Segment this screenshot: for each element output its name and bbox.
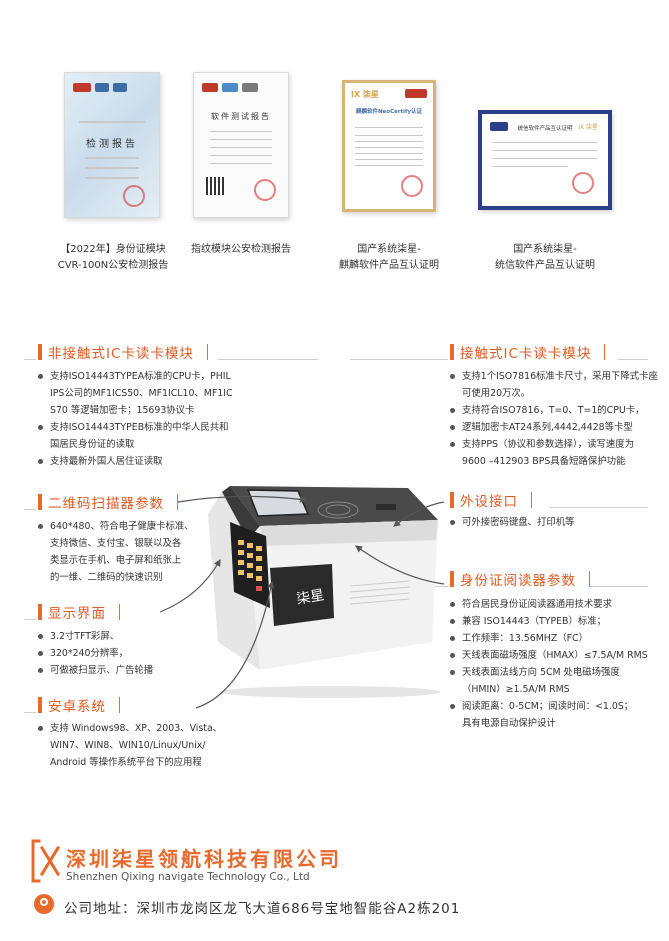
certificate-image-1: 检测报告 xyxy=(64,72,160,218)
divider xyxy=(24,619,36,620)
section-title: 外设接口 xyxy=(460,494,518,510)
accent-bar xyxy=(450,344,454,360)
list-item: 天线表面磁场强度（HMAX）≤7.5A/M RMS xyxy=(450,647,665,664)
divider xyxy=(550,507,648,508)
list-item: 国居民身份证的读取 xyxy=(50,439,135,450)
list-item: 可外接密码键盘、打印机等 xyxy=(450,514,650,531)
list-item: 符合居民身份证阅读器通用技术要求 xyxy=(450,596,665,613)
list-item: 9600 –412903 BPS具备短路保护功能 xyxy=(462,456,626,467)
certificate-doc-title: 检测报告 xyxy=(86,139,138,150)
list-item: （HMIN）≥1.5A/M RMS xyxy=(462,684,570,695)
list-item: S70 等逻辑加密卡；15693协议卡 xyxy=(50,405,195,416)
list-item: 支持ISO14443TYPEA标准的CPU卡，PHIL xyxy=(38,368,258,385)
certificate-doc-title: 统信软件产品互认证明 xyxy=(517,126,573,132)
section-title: 身份证阅读器参数 xyxy=(460,573,576,589)
section-title: 安卓系统 xyxy=(48,699,106,715)
section-title: 接触式IC卡读卡模块 xyxy=(460,346,592,362)
list-item: IPS公司的MF1ICS50、MF1ICL10、MF1IC xyxy=(50,388,233,399)
idreader-feature-list: 符合居民身份证阅读器通用技术要求 兼容 ISO14443（TYPEB）标准； 工… xyxy=(450,596,665,732)
list-item: 支持 Windows98、XP、2003、Vista、 xyxy=(38,720,238,737)
contactless-feature-list: 支持ISO14443TYPEA标准的CPU卡，PHIL IPS公司的MF1ICS… xyxy=(38,368,258,470)
list-item: 支持最新外国人居住证读取 xyxy=(38,453,258,470)
contact-feature-list: 支持1个ISO7816标准卡尺寸，采用下降式卡座 可使用20万次。 支持符合IS… xyxy=(450,368,665,470)
list-item: 支持PPS（协议和参数选择），读写速度为 xyxy=(450,436,665,453)
section-header-android: 安卓系统 xyxy=(38,695,120,715)
list-item: 类显示在手机、电子屏和纸张上 xyxy=(50,555,182,566)
accent-bar xyxy=(450,492,454,508)
list-item: Android 等操作系统平台下的应用程 xyxy=(50,757,202,768)
certificate-label-2: 指纹模块公安检测报告 xyxy=(191,244,291,255)
section-header-peripheral: 外设接口 xyxy=(450,490,532,510)
accent-tick xyxy=(112,604,120,620)
list-item: 逻辑加密卡AT24系列,4442,4428等卡型 xyxy=(450,419,665,436)
list-item: 可使用20万次。 xyxy=(462,388,531,399)
accent-tick xyxy=(524,492,532,508)
accent-bar xyxy=(450,571,454,587)
section-header-contact: 接触式IC卡读卡模块 xyxy=(450,342,606,362)
certificate-image-3: IX 柒星 麒麟软件NeoCertify认证 xyxy=(342,80,436,212)
accent-tick xyxy=(170,494,178,510)
certificate-label-3: 国产系统柒星- 麒麟软件产品互认证明 xyxy=(339,244,439,271)
section-header-contactless: 非接触式IC卡读卡模块 xyxy=(38,342,208,362)
certificate-doc-title: 麒麟软件NeoCertify认证 xyxy=(355,109,423,115)
divider xyxy=(590,586,648,587)
divider xyxy=(24,359,36,360)
accent-tick xyxy=(597,344,606,360)
android-feature-list: 支持 Windows98、XP、2003、Vista、 WIN7、WIN8、WI… xyxy=(38,720,238,771)
certificate-doc-title: 软件测试报告 xyxy=(211,112,271,121)
certificate-image-4: 统信软件产品互认证明 IX 柒星 xyxy=(478,110,612,210)
list-item: WIN7、WIN8、WIN10/Linux/Unix/ xyxy=(50,740,206,751)
section-header-idreader: 身份证阅读器参数 xyxy=(450,569,590,589)
list-item: 支持符合ISO7816，T=0、T=1的CPU卡， xyxy=(450,402,665,419)
list-item: 可做被扫显示、广告轮播 xyxy=(38,662,208,679)
peripheral-feature-list: 可外接密码键盘、打印机等 xyxy=(450,514,650,531)
accent-bar xyxy=(38,494,42,510)
divider xyxy=(350,359,448,360)
company-logo xyxy=(31,839,61,883)
list-item: 支持1个ISO7816标准卡尺寸，采用下降式卡座 xyxy=(450,368,665,385)
device-illustration: 柒星 xyxy=(208,486,440,698)
certificate-label-1: 【2022年】身份证模块 CVR-100N公安检测报告 xyxy=(57,244,169,271)
section-title: 显示界面 xyxy=(48,606,106,622)
company-address: 公司地址：深圳市龙岗区龙飞大道686号宝地智能谷A2栋201 xyxy=(64,901,461,917)
list-item: 阅读距离：0-5CM；阅读时间：<1.0S； xyxy=(450,698,665,715)
accent-tick xyxy=(112,697,120,713)
list-item: 具有电源自动保护设计 xyxy=(462,718,556,729)
list-item: 的一维、二维码的快速识别 xyxy=(50,572,163,583)
divider xyxy=(24,712,36,713)
display-feature-list: 3.2寸TFT彩屏、 320*240分辨率， 可做被扫显示、广告轮播 xyxy=(38,628,208,679)
list-item: 支持ISO14443TYPEB标准的中华人民共和 xyxy=(38,419,258,436)
certificate-image-2: 软件测试报告 xyxy=(193,72,289,218)
list-item: 3.2寸TFT彩屏、 xyxy=(38,628,208,645)
list-item: 天线表面法线方向 5CM 处电磁场强度 xyxy=(450,664,665,681)
list-item: 320*240分辨率， xyxy=(38,645,208,662)
accent-bar xyxy=(38,604,42,620)
accent-bar xyxy=(38,697,42,713)
certificate-label-4: 国产系统柒星- 统信软件产品互认证明 xyxy=(495,244,595,271)
section-header-display: 显示界面 xyxy=(38,602,120,622)
accent-bar xyxy=(38,344,42,360)
divider xyxy=(24,509,36,510)
company-name-cn: 深圳柒星领航科技有限公司 xyxy=(66,847,342,871)
list-item: 工作频率：13.56MHZ（FC） xyxy=(450,630,665,647)
location-pin-icon xyxy=(34,894,54,914)
company-name-en: Shenzhen Qixing navigate Technology Co.,… xyxy=(66,871,310,883)
divider xyxy=(618,359,648,360)
section-title: 二维码扫描器参数 xyxy=(48,496,164,512)
accent-tick xyxy=(582,571,590,587)
section-header-qrcode: 二维码扫描器参数 xyxy=(38,492,178,512)
list-item: 支持微信、支付宝、银联以及各 xyxy=(50,538,182,549)
divider xyxy=(218,359,318,360)
list-item: 640*480、符合电子健康卡标准、 xyxy=(38,518,208,535)
section-title: 非接触式IC卡读卡模块 xyxy=(48,346,194,362)
accent-tick xyxy=(200,344,208,360)
list-item: 兼容 ISO14443（TYPEB）标准； xyxy=(450,613,665,630)
device-brand-label: 柒星 xyxy=(295,587,325,608)
qrcode-feature-list: 640*480、符合电子健康卡标准、 支持微信、支付宝、银联以及各 类显示在手机… xyxy=(38,518,208,586)
